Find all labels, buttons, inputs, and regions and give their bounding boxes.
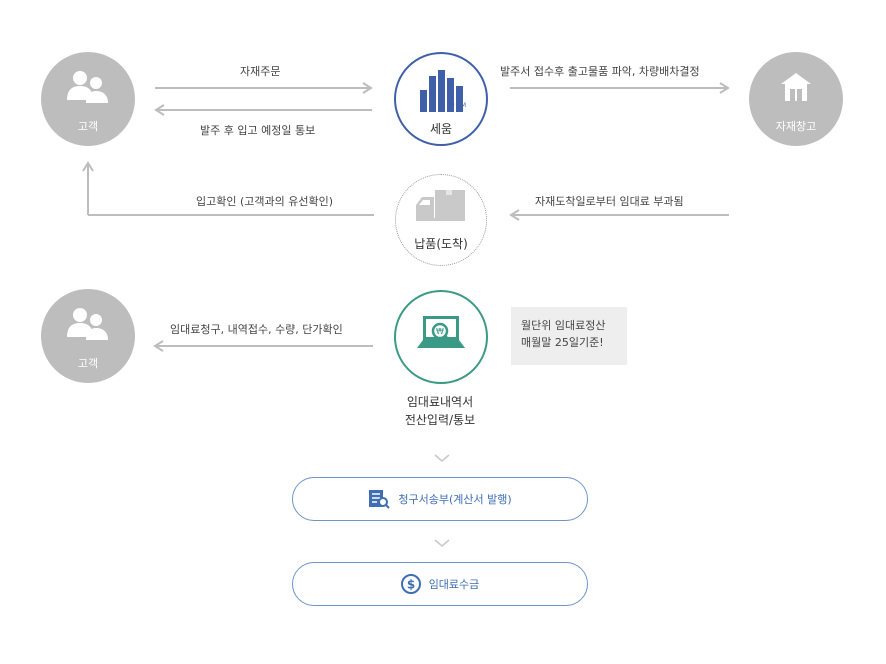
- statement-label-line2: 전산입력/통보: [404, 413, 476, 427]
- logo-letter: M: [460, 102, 466, 109]
- flow-arrival-confirm: 입고확인 (고객과의 유선확인): [196, 195, 334, 208]
- people-icon: [67, 308, 108, 340]
- customer-node-top: 고객: [41, 52, 135, 146]
- logo-letter: S: [420, 102, 424, 109]
- settlement-note-line2: 매월말 25일기준!: [521, 336, 604, 349]
- statement-label: 임대료내역서 전산입력/통보: [380, 393, 500, 429]
- logo-letter: U: [450, 102, 455, 109]
- warehouse-label: 자재창고: [775, 120, 817, 133]
- chevron-down-icon: [434, 454, 450, 462]
- laptop-search-icon: ₩: [417, 316, 465, 348]
- chevron-down-icon: [434, 539, 450, 547]
- arrow-left-order-receipt: [154, 104, 372, 116]
- invoice-step-button[interactable]: 청구서송부(계산서 발행): [292, 477, 588, 521]
- arrow-right-dispatch: [510, 82, 730, 94]
- customer-node-bottom: 고객: [41, 289, 135, 383]
- arrow-up-arrival-confirm: [82, 161, 374, 216]
- flow-order-receipt: 발주 후 입고 예정일 통보: [200, 124, 316, 137]
- arrow-left-billing: [153, 340, 373, 352]
- delivery-node: 납품(도착): [395, 174, 487, 266]
- logo-letter: E: [440, 102, 445, 109]
- collection-step-label: 임대료수금: [428, 578, 480, 591]
- dollar-icon: $: [400, 574, 421, 594]
- arrow-right-material-order: [155, 82, 373, 94]
- collection-step-button[interactable]: $ 임대료수금: [292, 562, 588, 606]
- arrow-left-rent-start: [509, 209, 729, 221]
- delivery-label: 납품(도착): [414, 237, 468, 251]
- saeum-node: S A E U M 세움: [394, 52, 488, 146]
- warehouse-node: 자재창고: [749, 52, 843, 146]
- settlement-note: 월단위 임대료정산 매월말 25일기준!: [511, 307, 627, 365]
- customer-label-bottom: 고객: [77, 357, 99, 370]
- logo-letter: A: [429, 102, 435, 109]
- statement-label-line1: 임대료내역서: [406, 395, 474, 409]
- flow-material-order: 자재주문: [240, 65, 281, 78]
- saeum-logo-letters: S A E U M: [420, 102, 466, 109]
- truck-icon: [416, 190, 465, 221]
- svg-text:$: $: [407, 578, 415, 592]
- saeum-label: 세움: [429, 122, 453, 136]
- flow-dispatch: 발주서 접수후 출고물품 파악, 차량배차결정: [500, 65, 700, 78]
- warehouse-icon: [781, 73, 811, 101]
- invoice-icon: [369, 490, 391, 509]
- customer-label-top: 고객: [77, 120, 99, 133]
- flow-rent-start: 자재도착일로부터 임대료 부과됨: [535, 195, 684, 208]
- saeum-logo-icon: [420, 70, 463, 112]
- svg-text:₩: ₩: [436, 327, 444, 336]
- statement-node: ₩: [394, 290, 488, 384]
- flow-billing: 임대료청구, 내역접수, 수량, 단가확인: [170, 323, 343, 336]
- invoice-step-label: 청구서송부(계산서 발행): [398, 493, 512, 506]
- settlement-note-line1: 월단위 임대료정산: [521, 319, 606, 332]
- people-icon: [67, 71, 108, 103]
